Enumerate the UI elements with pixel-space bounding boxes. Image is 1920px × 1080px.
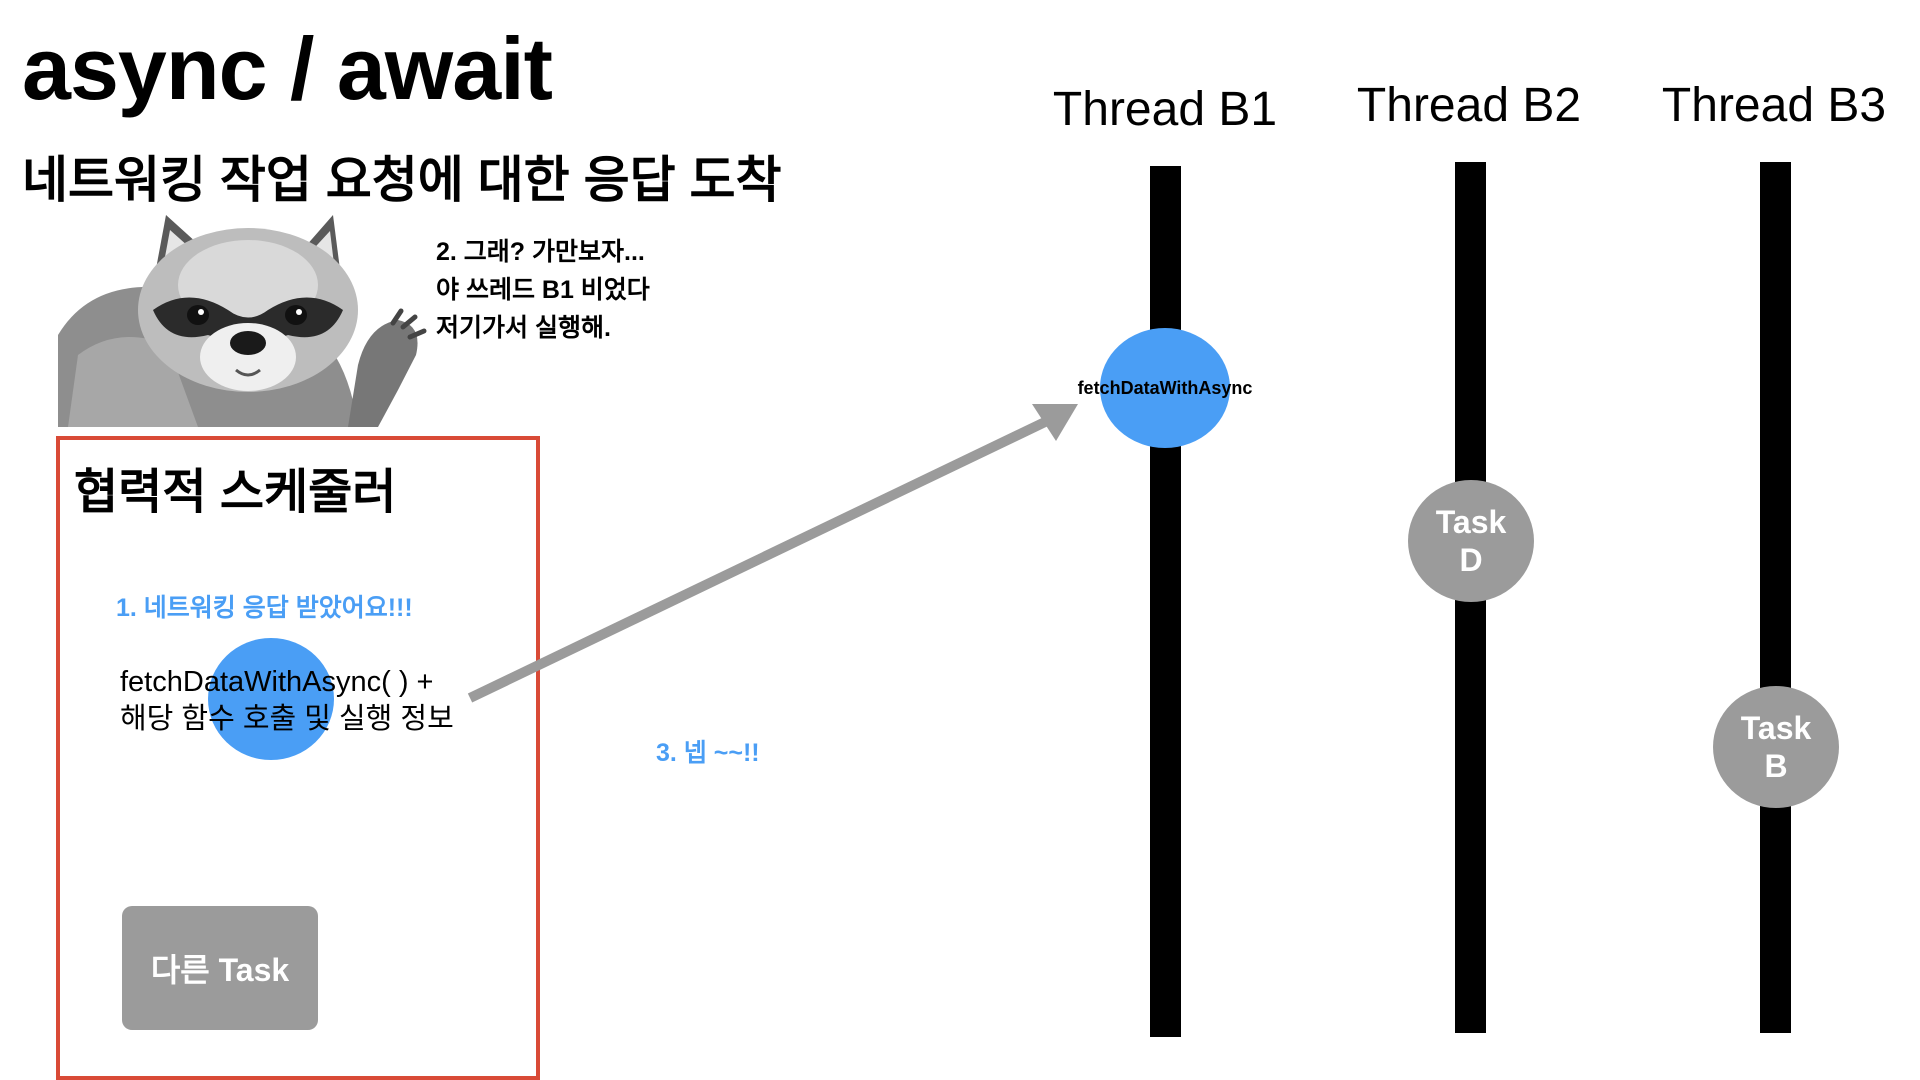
thread-b1-job-circle <box>1100 328 1230 448</box>
task-d-circle: Task D <box>1408 480 1534 602</box>
step1-label: 1. 네트워킹 응답 받았어요!!! <box>116 594 413 622</box>
speech-line-2: 야 쓰레드 B1 비었다 <box>436 276 650 304</box>
page-title: async / await <box>22 19 553 118</box>
queued-task-line-2: 해당 함수 호출 및 실행 정보 <box>120 703 454 735</box>
thread-b3-label: Thread B3 <box>1661 79 1887 132</box>
speech-line-3: 저기가서 실행해. <box>436 314 611 342</box>
speech-bubble: 2. 그래? 가만보자... 야 쓰레드 B1 비었다 저기가서 실행해. <box>436 233 650 347</box>
thread-b2-label: Thread B2 <box>1356 79 1582 132</box>
queued-task-line-1: fetchDataWithAsync( ) + <box>120 666 434 698</box>
scheduler-title: 협력적 스케줄러 <box>74 466 397 519</box>
task-d-line-1: Task <box>1435 504 1507 540</box>
step3-label: 3. 넵 ~~!! <box>656 739 760 767</box>
page-subtitle: 네트워킹 작업 요청에 대한 응답 도착 <box>22 152 782 208</box>
thread-b1-bar <box>1150 166 1181 1037</box>
thread-b1-job-label: fetchDataWithAsync <box>1077 378 1253 398</box>
thread-b3-bar <box>1760 162 1791 1033</box>
speech-line-1: 2. 그래? 가만보자... <box>436 238 645 266</box>
queued-task-circle <box>208 638 334 760</box>
task-b-line-2: B <box>1764 748 1788 784</box>
task-b-line-1: Task <box>1740 710 1812 746</box>
thread-b1-label: Thread B1 <box>1052 83 1278 136</box>
other-task-box: 다른 Task <box>122 906 318 1030</box>
scheduler-box <box>56 436 540 1080</box>
task-d-line-2: D <box>1459 542 1483 578</box>
task-b-circle: Task B <box>1713 686 1839 808</box>
raccoon-icon <box>58 215 427 427</box>
queued-task-text: fetchDataWithAsync( ) + 해당 함수 호출 및 실행 정보 <box>120 664 454 738</box>
